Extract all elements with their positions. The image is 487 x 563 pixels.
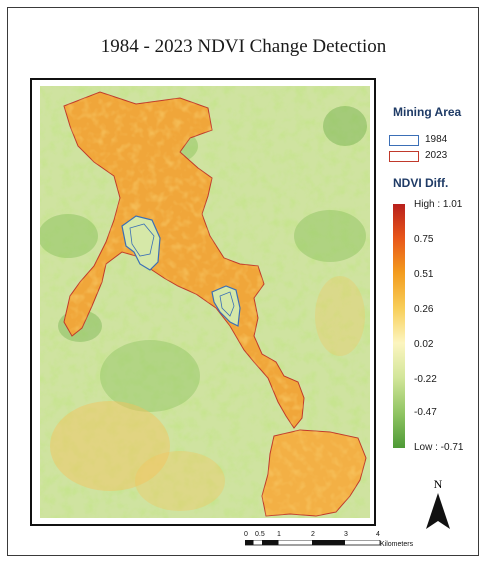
legend-2023-swatch <box>389 151 419 162</box>
north-arrow-label: N <box>433 477 443 491</box>
scale-unit-label: Kilometers <box>380 541 414 548</box>
orange-patch <box>135 451 225 511</box>
mining-1984-west <box>121 215 161 271</box>
ramp-label: 0.02 <box>414 339 434 350</box>
north-arrow: N <box>423 477 453 531</box>
page-border <box>7 7 479 556</box>
ramp-label: -0.22 <box>414 374 437 385</box>
legend-2023-label: 2023 <box>425 150 448 161</box>
north-arrow-icon <box>426 493 450 529</box>
legend-mining-heading: Mining Area <box>393 105 462 119</box>
orange-patch <box>50 401 170 491</box>
scale-tick-label: 0.5 <box>255 531 265 538</box>
mining-1984-east-inner <box>219 291 235 317</box>
green-patch <box>294 210 366 262</box>
mining-2023-texture <box>64 92 304 428</box>
ramp-label: 0.75 <box>414 234 434 245</box>
ramp-label-low: Low : -0.71 <box>414 442 464 453</box>
green-patch <box>100 340 200 412</box>
mining-2023-southeast-texture <box>262 430 366 516</box>
ramp-label-high: High : 1.01 <box>414 199 463 210</box>
orange-patch <box>315 276 365 356</box>
map-title: 1984 - 2023 NDVI Change Detection <box>100 36 387 57</box>
ramp-label: -0.47 <box>414 407 437 418</box>
scale-tick-label: 4 <box>376 531 380 538</box>
ndvi-color-ramp <box>393 204 405 448</box>
green-patch <box>323 106 367 146</box>
legend-ndvi-heading: NDVI Diff. <box>393 176 449 190</box>
scale-tick-label: 1 <box>277 531 281 538</box>
legend-1984-swatch <box>389 135 419 146</box>
map-frame <box>30 78 376 526</box>
mining-1984-west-inner <box>129 223 155 257</box>
ndvi-raster-map <box>40 86 370 518</box>
green-patch <box>40 214 98 258</box>
scale-tick-label: 2 <box>311 531 315 538</box>
ramp-label: 0.51 <box>414 269 434 280</box>
scale-tick-label: 3 <box>344 531 348 538</box>
mining-1984-east <box>211 285 241 327</box>
scale-tick-label: 0 <box>244 531 248 538</box>
scale-bar-graphic <box>245 540 381 546</box>
legend-1984-label: 1984 <box>425 134 448 145</box>
ramp-label: 0.26 <box>414 304 434 315</box>
